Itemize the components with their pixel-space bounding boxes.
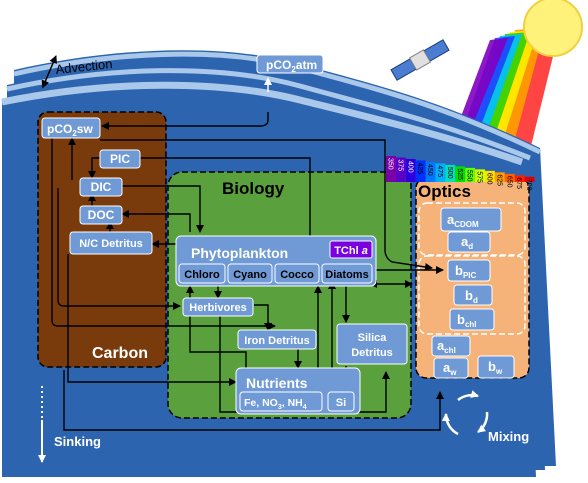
cocco-label: Cocco (280, 269, 314, 281)
sun-rays (446, 28, 560, 156)
cyano-box (227, 263, 273, 284)
dic-box (79, 177, 123, 197)
a-w-box (433, 357, 469, 379)
wavelength-label: 650 (505, 176, 512, 188)
wavelength-band (435, 163, 446, 182)
sinking-label: Sinking (54, 434, 101, 449)
biology-title: Biology (222, 179, 285, 198)
wavelength-band (405, 158, 416, 182)
diatoms-label: Diatoms (325, 269, 368, 281)
wavelength-label: 625 (495, 174, 502, 186)
phytoplankton-label: Phytoplankton (191, 245, 288, 261)
dic-label: DIC (91, 180, 112, 194)
wavelength-band (415, 160, 426, 182)
pco2atm-label: pCO2atm (266, 58, 317, 74)
b-pic-label: bPIC (455, 263, 477, 280)
wavelength-label: 675 (515, 177, 522, 189)
pco2sw-box (41, 117, 101, 139)
chloro-box (178, 263, 226, 284)
wavelength-label: 700 (525, 179, 532, 191)
wavelength-label: 575 (476, 171, 483, 183)
b-d-label: bd (465, 288, 478, 305)
b-d-box (453, 284, 493, 306)
wavelength-band (455, 166, 466, 182)
pic-box (99, 149, 141, 169)
a-chl-label: achl (437, 338, 456, 355)
carbon-title: Carbon (92, 345, 148, 362)
wavelength-band (475, 169, 485, 182)
wavelength-label: 350 (386, 158, 393, 170)
wavelength-band (386, 156, 396, 182)
mixing-cycle-icon (441, 390, 489, 436)
advection-arrow (41, 55, 57, 89)
fe-no3-nh4-label: Fe, NO3, NH4 (244, 397, 307, 411)
silica-detritus-label: Silica (358, 332, 388, 344)
wavelength-band (504, 173, 515, 182)
mixing-label: Mixing (488, 429, 529, 444)
a-d-box (447, 231, 491, 253)
b-chl-label: bchl (457, 312, 477, 329)
a-w-label: aw (443, 360, 457, 377)
b-w-box (477, 355, 515, 379)
optics-absorption-group (418, 202, 526, 256)
b-w-label: bw (488, 359, 503, 376)
b-pic-box (447, 259, 491, 282)
optics-scattering-group (418, 255, 526, 335)
iron-detritus-label: Iron Detritus (244, 335, 309, 347)
cocco-box (274, 263, 320, 284)
wavelength-band (494, 172, 505, 182)
a-cdom-box (440, 207, 502, 232)
iron-detritus-box (237, 329, 317, 350)
advection-label: Advection (55, 56, 113, 77)
wavelength-label: 475 (436, 165, 443, 177)
satellite-icon (390, 39, 450, 81)
wavelength-band (465, 167, 476, 182)
tchl-label: TChl a (334, 245, 368, 257)
wavelength-band (395, 157, 406, 182)
wavelength-label: 500 (446, 167, 453, 179)
doc-box (79, 205, 123, 225)
wavelength-band (514, 175, 525, 182)
pic-label: PIC (110, 152, 130, 166)
wavelength-label: 550 (466, 170, 473, 182)
wavelength-label: 425 (416, 162, 423, 174)
silica-detritus-label-2: Detritus (351, 347, 393, 359)
wavelength-band (524, 176, 535, 182)
doc-label: DOC (88, 208, 115, 222)
wavelength-band (445, 164, 456, 182)
pco2atm-box (256, 54, 324, 74)
diatoms-box (321, 263, 373, 284)
tchl-badge (329, 240, 373, 259)
a-cdom-label: aCDOM (447, 212, 479, 229)
silica-detritus-box (336, 323, 408, 365)
b-chl-box (449, 308, 495, 331)
herbivores-label: Herbivores (189, 302, 246, 314)
cyano-label: Cyano (233, 269, 267, 281)
ocean-layer-middle-edge (6, 68, 531, 161)
wavelength-label: 375 (396, 159, 403, 171)
si-label: Si (336, 397, 346, 409)
wavelength-label: 450 (426, 164, 433, 176)
wavelength-band (425, 161, 436, 182)
si-box (327, 391, 355, 412)
chloro-label: Chloro (184, 269, 220, 281)
sun-icon (523, 0, 583, 57)
pco2sw-label: pCO2sw (47, 122, 93, 138)
nc-detritus-box (69, 231, 153, 255)
wavelength-label: 600 (485, 173, 492, 185)
ocean-layer-front-edge (1, 81, 524, 166)
wavelength-band (485, 170, 495, 182)
a-d-label: ad (461, 234, 473, 251)
herbivores-box (182, 297, 254, 317)
a-chl-box (431, 335, 471, 357)
fe-no3-nh4-box (239, 391, 323, 412)
optics-title: Optics (418, 182, 471, 201)
nutrients-title: Nutrients (246, 375, 308, 391)
wavelength-label: 525 (456, 168, 463, 180)
nc-detritus-label: N/C Detritus (79, 238, 143, 250)
wavelength-label: 400 (406, 161, 413, 173)
